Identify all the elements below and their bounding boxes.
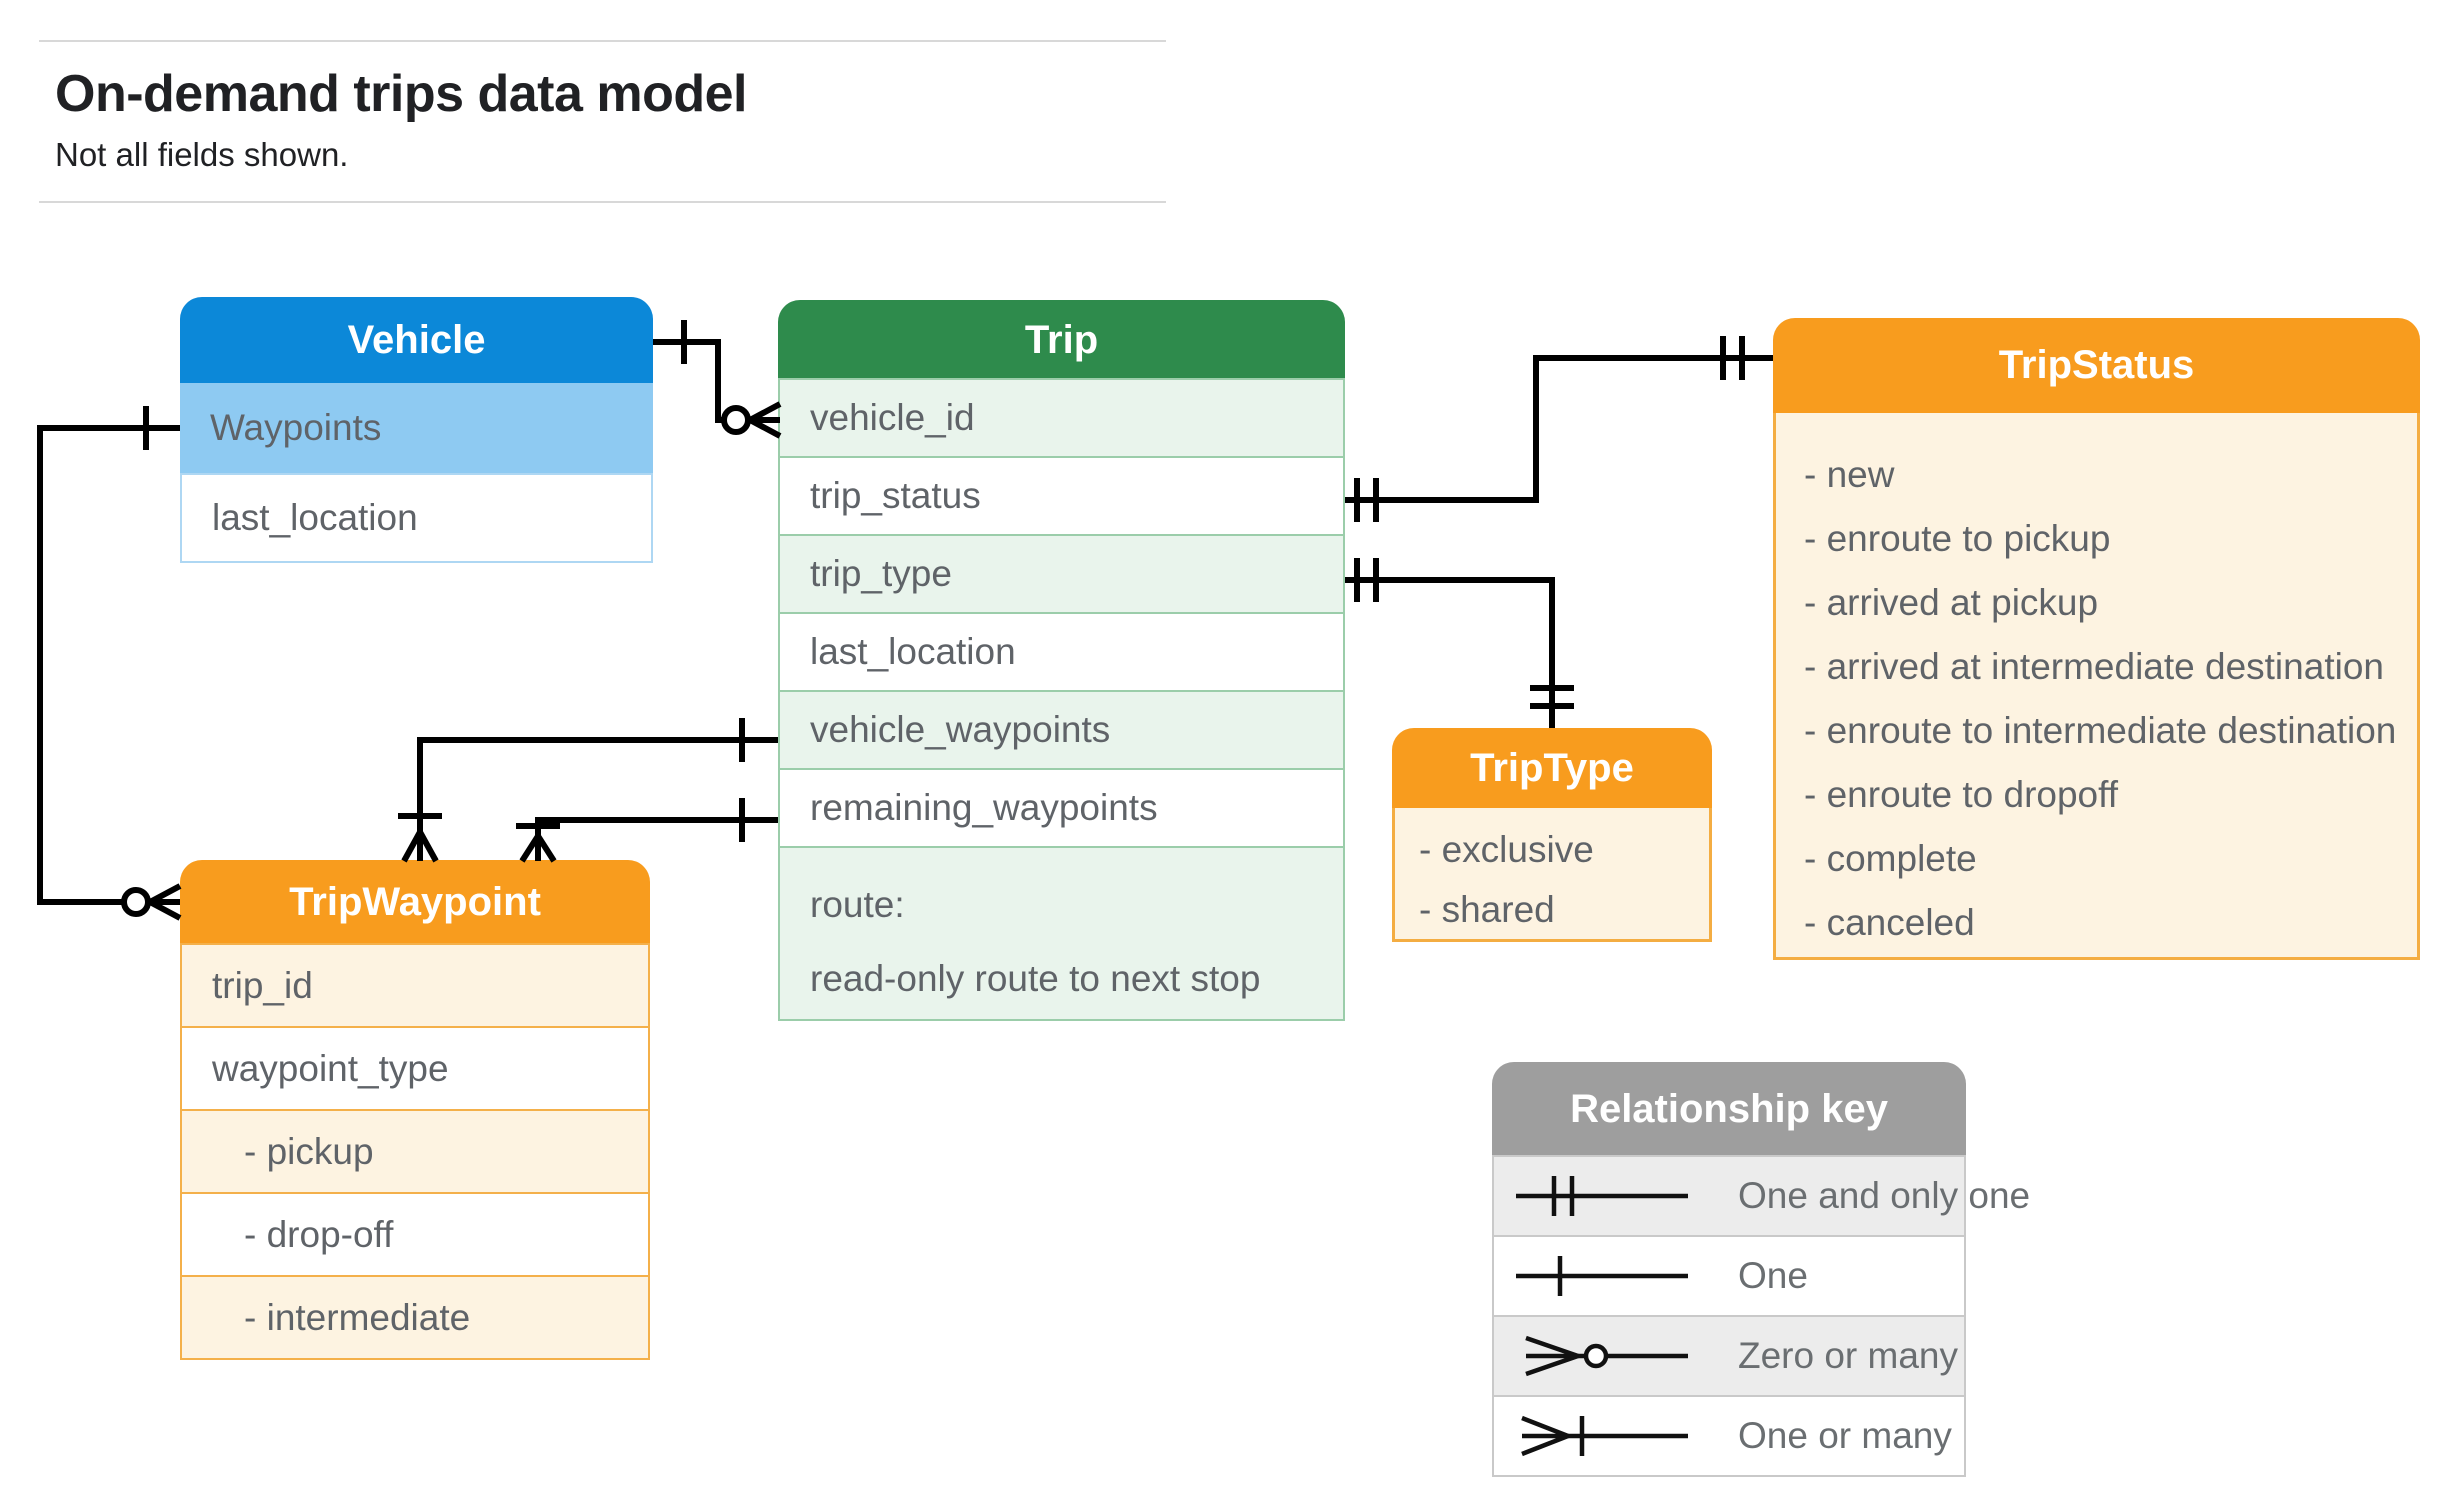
field-label: waypoint_type bbox=[212, 1047, 449, 1089]
one-or-many-icon bbox=[1521, 1415, 1688, 1457]
enum-value: - drop-off bbox=[244, 1213, 394, 1255]
field-label: trip_id bbox=[212, 964, 313, 1006]
field-trip-type: trip_type bbox=[778, 534, 1345, 614]
entity-trip-header: Trip bbox=[778, 300, 1345, 380]
legend-row-one-or-many: One or many bbox=[1492, 1395, 1966, 1477]
rel-trip-tripstatus bbox=[1345, 336, 1773, 522]
enum-waypoint-pickup: - pickup bbox=[180, 1109, 650, 1194]
enum-value: - enroute to intermediate destination bbox=[1804, 710, 2397, 751]
enum-value: - enroute to dropoff bbox=[1804, 774, 2119, 815]
entity-trip: Trip vehicle_id trip_status trip_type la… bbox=[778, 300, 1345, 1021]
legend-row-zero-or-many: Zero or many bbox=[1492, 1315, 1966, 1397]
enum-value: - canceled bbox=[1804, 902, 1975, 943]
legend-row-one: One bbox=[1492, 1235, 1966, 1317]
enum-value: - arrived at intermediate destination bbox=[1804, 646, 2384, 687]
field-tripwaypoint-waypoint-type: waypoint_type bbox=[180, 1026, 650, 1111]
entity-tripstatus-header: TripStatus bbox=[1773, 318, 2420, 413]
field-label: vehicle_id bbox=[810, 397, 975, 438]
field-label: trip_status bbox=[810, 475, 981, 516]
enum-waypoint-intermediate: - intermediate bbox=[180, 1275, 650, 1360]
entity-triptype: TripType - exclusive - shared bbox=[1392, 728, 1712, 942]
relationship-key: Relationship key One and only one One bbox=[1492, 1062, 2030, 1477]
bottom-divider bbox=[39, 201, 1166, 203]
enum-value: - exclusive bbox=[1419, 829, 1594, 870]
enum-value: - shared bbox=[1419, 889, 1555, 930]
field-vehicle-waypoints: Waypoints bbox=[180, 383, 653, 473]
rel-trip-triptype bbox=[1345, 558, 1574, 728]
rel-trip-vehiclewaypoints-tripwaypoint bbox=[398, 718, 778, 863]
enum-value: - complete bbox=[1804, 838, 1977, 879]
entity-triptype-header: TripType bbox=[1392, 728, 1712, 808]
entity-vehicle-header: Vehicle bbox=[180, 297, 653, 383]
field-trip-status: trip_status bbox=[778, 456, 1345, 536]
legend-label: One and only one bbox=[1738, 1175, 2031, 1216]
page-title: On-demand trips data model bbox=[55, 65, 747, 123]
legend-label: Zero or many bbox=[1738, 1335, 1959, 1376]
field-label: remaining_waypoints bbox=[810, 787, 1158, 828]
entity-vehicle: Vehicle Waypoints last_location bbox=[180, 297, 653, 563]
field-label: last_location bbox=[212, 497, 418, 538]
field-trip-vehicle-waypoints: vehicle_waypoints bbox=[778, 690, 1345, 770]
field-trip-last-location: last_location bbox=[778, 612, 1345, 692]
entity-tripwaypoint-header: TripWaypoint bbox=[180, 860, 650, 945]
field-label: vehicle_waypoints bbox=[810, 709, 1111, 750]
route-label: route: bbox=[810, 884, 905, 925]
one-icon bbox=[1516, 1256, 1688, 1296]
rel-vehicle-trip bbox=[653, 320, 782, 439]
top-divider bbox=[39, 40, 1166, 42]
tripstatus-values: - new - enroute to pickup - arrived at p… bbox=[1773, 413, 2420, 960]
page-subtitle: Not all fields shown. bbox=[55, 136, 349, 173]
route-description: read-only route to next stop bbox=[810, 958, 1261, 999]
rel-trip-remainingwaypoints-tripwaypoint bbox=[516, 798, 778, 863]
entity-tripstatus: TripStatus - new - enroute to pickup - a… bbox=[1773, 318, 2420, 960]
rel-vehicle-waypoints-tripwaypoint bbox=[37, 406, 182, 921]
field-label: Waypoints bbox=[210, 407, 382, 448]
relationship-key-header: Relationship key bbox=[1492, 1062, 1966, 1157]
enum-waypoint-dropoff: - drop-off bbox=[180, 1192, 650, 1277]
enum-value: - enroute to pickup bbox=[1804, 518, 2111, 559]
field-label: last_location bbox=[810, 631, 1016, 672]
one-and-only-one-icon bbox=[1516, 1176, 1688, 1216]
enum-value: - pickup bbox=[244, 1130, 374, 1172]
field-trip-route: route: read-only route to next stop bbox=[778, 846, 1345, 1021]
enum-value: - arrived at pickup bbox=[1804, 582, 2099, 623]
field-trip-vehicle-id: vehicle_id bbox=[778, 378, 1345, 458]
field-trip-remaining-waypoints: remaining_waypoints bbox=[778, 768, 1345, 848]
zero-or-many-icon bbox=[1525, 1335, 1688, 1377]
legend-label: One or many bbox=[1738, 1415, 1952, 1456]
triptype-values: - exclusive - shared bbox=[1392, 808, 1712, 942]
field-tripwaypoint-trip-id: trip_id bbox=[180, 943, 650, 1028]
field-label: trip_type bbox=[810, 553, 952, 594]
legend-label: One bbox=[1738, 1255, 1808, 1296]
legend-row-one-and-only-one: One and only one bbox=[1492, 1155, 2030, 1237]
entity-tripwaypoint: TripWaypoint trip_id waypoint_type - pic… bbox=[180, 860, 650, 1360]
enum-value: - intermediate bbox=[244, 1296, 471, 1338]
field-vehicle-last-location: last_location bbox=[180, 473, 653, 563]
enum-value: - new bbox=[1804, 454, 1895, 495]
